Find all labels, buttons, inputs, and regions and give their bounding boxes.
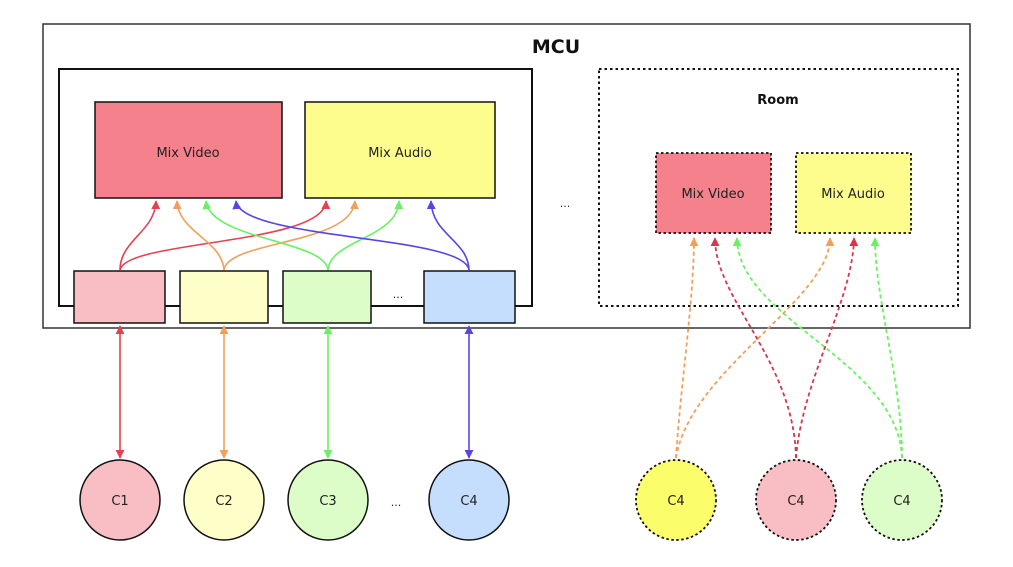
clients-ellipsis: ... [391, 496, 402, 509]
mix-audio-label: Mix Audio [368, 146, 432, 161]
room-client-green-label: C4 [893, 494, 910, 509]
mix-connections [119, 200, 470, 271]
room-frame [598, 68, 959, 307]
client-c1-label: C1 [111, 494, 128, 509]
conn-port4-to-audio [426, 200, 470, 271]
room-client-green [861, 459, 943, 541]
client-c2 [183, 459, 265, 541]
room-title: Room [757, 93, 798, 108]
room-link-pink-to-video [710, 237, 797, 459]
room-mix-audio-box [795, 152, 912, 234]
mcu-title: MCU [532, 36, 580, 58]
room-client-yellow [635, 459, 717, 541]
room-link-yellow-to-audio [675, 237, 835, 459]
room-link-green-to-video [732, 237, 903, 459]
client-c4 [428, 459, 510, 541]
room-links [675, 237, 903, 459]
room-link-yellow-to-video [675, 237, 699, 459]
room-link-pink-to-audio [795, 237, 859, 459]
conn-port3-to-video [202, 200, 329, 271]
mix-video-label: Mix Video [156, 146, 219, 161]
room-mix-video-box [655, 152, 772, 234]
ports-ellipsis: ... [393, 288, 404, 301]
client-c1 [79, 459, 161, 541]
client-c2-label: C2 [215, 494, 232, 509]
client-c3 [287, 459, 369, 541]
conn-port1-to-audio [119, 200, 331, 271]
port-box-1 [73, 270, 166, 324]
room-client-pink [755, 459, 837, 541]
room-mix-video-label: Mix Video [681, 187, 744, 202]
mix-audio-box [304, 101, 496, 199]
blocks-ellipsis: ... [560, 197, 571, 210]
mcu-frame [42, 23, 971, 329]
port-box-2 [179, 270, 269, 324]
room-mix-audio-label: Mix Audio [821, 187, 885, 202]
room-client-pink-label: C4 [787, 494, 804, 509]
conn-port2-to-audio [223, 200, 359, 271]
client-c4-label: C4 [460, 494, 477, 509]
port-box-4 [423, 270, 516, 324]
room-client-yellow-label: C4 [667, 494, 684, 509]
conn-port2-to-video [172, 200, 225, 271]
port-box-3 [282, 270, 372, 324]
client-links [115, 325, 474, 459]
room-link-green-to-audio [870, 237, 903, 459]
mix-video-box [94, 101, 283, 199]
conn-port1-to-video [119, 200, 161, 271]
client-c3-label: C3 [319, 494, 336, 509]
conn-port4-to-video [232, 200, 470, 271]
